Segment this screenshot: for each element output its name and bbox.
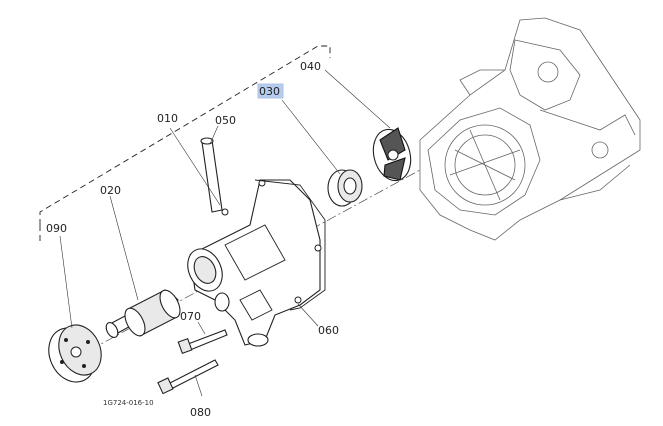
part-080-bolt[interactable] — [157, 359, 219, 395]
figure-code: 1G724-016-10 — [103, 399, 154, 407]
callout-040[interactable]: 040 — [300, 60, 321, 73]
part-040-impeller[interactable] — [368, 125, 416, 185]
callout-030[interactable]: 030 — [259, 85, 280, 98]
part-020-shaft-bearing[interactable] — [104, 287, 184, 339]
part-060-gasket[interactable] — [254, 179, 326, 311]
part-010-pump-body[interactable] — [181, 179, 322, 347]
leader-lines — [59, 69, 391, 397]
part-050-stud[interactable] — [200, 137, 223, 213]
part-070-bolt[interactable] — [177, 329, 228, 355]
callout-050[interactable]: 050 — [215, 114, 236, 127]
callout-090[interactable]: 090 — [46, 222, 67, 235]
callout-060[interactable]: 060 — [318, 324, 339, 337]
callout-010[interactable]: 010 — [157, 112, 178, 125]
callout-080[interactable]: 080 — [190, 406, 211, 419]
callout-labels: 010 020 030 040 050 060 070 080 090 — [46, 60, 339, 419]
callout-030-highlight — [257, 83, 284, 99]
part-090-flange[interactable] — [40, 318, 109, 390]
part-030-seal[interactable] — [327, 169, 363, 207]
engine-block — [419, 17, 641, 241]
callout-070[interactable]: 070 — [180, 310, 201, 323]
callout-020[interactable]: 020 — [100, 184, 121, 197]
assembly-bracket — [39, 45, 331, 245]
